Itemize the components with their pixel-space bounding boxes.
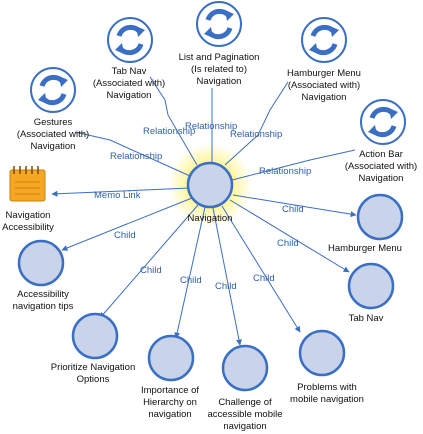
svg-text:Hamburger Menu: Hamburger Menu [287,68,361,79]
child-node-tab-nav[interactable]: Tab Nav [347,262,395,324]
svg-text:Options: Options [77,374,110,385]
svg-text:Navigation: Navigation [197,76,242,87]
svg-text:Problems with: Problems with [297,382,357,393]
edge-child-tabnav [229,199,350,273]
svg-text:(Associated with): (Associated with) [17,129,89,140]
svg-text:Navigation: Navigation [31,141,76,152]
memo-node[interactable]: Navigation Accessibility [2,166,54,233]
svg-text:Tab Nav: Tab Nav [349,313,384,324]
relationship-edges [74,76,356,181]
svg-text:navigation: navigation [148,409,191,420]
child-node-accessibility-tips[interactable]: Accessibility navigation tips [13,239,74,312]
svg-text:Hierarchy on: Hierarchy on [143,397,197,408]
svg-text:List and Pagination: List and Pagination [179,52,260,63]
svg-text:Importance of: Importance of [141,385,199,396]
edge-actionbar [231,149,356,181]
child-node-importance[interactable]: Importance of Hierarchy on navigation [141,334,199,420]
svg-text:Accessibility: Accessibility [2,222,54,233]
svg-text:(Is related to): (Is related to) [191,64,247,75]
related-node-hamburger-menu[interactable]: Hamburger Menu (Associated with) Navigat… [287,17,361,103]
edge-memo [51,187,191,197]
child-node-prioritize[interactable]: Prioritize Navigation Options [51,312,135,385]
svg-text:(Associated with): (Associated with) [345,161,417,172]
related-node-gestures[interactable]: Gestures (Associated with) Navigation [17,67,89,152]
edge-label-memo-link: Memo Link [94,190,141,201]
center-node[interactable]: Navigation [186,161,234,224]
svg-text:mobile navigation: mobile navigation [290,394,364,405]
edge-label-child: Child [277,238,299,249]
edge-label-child: Child [140,265,162,276]
edge-gestures [74,131,191,177]
edge-label-relationship: Relationship [185,121,237,132]
related-node-tabnav[interactable]: Tab Nav (Associated with) Navigation [93,17,165,101]
edge-child-prioritize [99,204,199,319]
edge-tabnav [149,76,198,166]
svg-text:Challenge of: Challenge of [218,397,272,408]
svg-text:Action Bar: Action Bar [359,149,403,160]
child-node-hamburger-menu[interactable]: Hamburger Menu [328,193,404,254]
svg-text:Prioritize Navigation: Prioritize Navigation [51,362,135,373]
svg-text:Navigation: Navigation [6,210,51,221]
edge-label-child: Child [180,275,202,286]
edge-label-child: Child [114,230,136,241]
edge-label-relationship: Relationship [230,129,282,140]
edge-label-child: Child [253,273,275,284]
edge-label-child: Child [282,204,304,215]
svg-text:Navigation: Navigation [302,92,347,103]
svg-text:(Associated with): (Associated with) [288,80,360,91]
related-node-action-bar[interactable]: Action Bar (Associated with) Navigation [345,99,417,184]
svg-text:Navigation: Navigation [359,173,404,184]
edge-child-challenge [212,207,242,346]
svg-text:Gestures: Gestures [34,117,73,128]
svg-text:(Associated with): (Associated with) [93,78,165,89]
child-node-challenge[interactable]: Challenge of accessible mobile navigatio… [208,344,283,432]
svg-text:Accessibility: Accessibility [17,289,69,300]
edge-child-access [61,197,193,251]
svg-text:Navigation: Navigation [107,90,152,101]
center-label: Navigation [188,213,233,224]
edge-label-relationship: Relationship [110,151,162,162]
svg-text:Hamburger Menu: Hamburger Menu [328,243,402,254]
svg-text:accessible mobile: accessible mobile [208,409,283,420]
edge-label-relationship: Relationship [259,166,311,177]
child-edges [61,194,357,346]
svg-text:navigation: navigation [223,421,266,432]
edge-child-importance [174,206,206,339]
svg-text:navigation tips: navigation tips [13,301,74,312]
edge-label-child: Child [215,281,237,292]
edge-labels: Relationship Relationship Relationship R… [94,121,311,292]
child-node-problems[interactable]: Problems with mobile navigation [290,329,364,405]
memo-icon [9,169,46,202]
edge-child-problems [221,205,301,333]
svg-text:Tab Nav: Tab Nav [112,66,147,77]
edge-label-relationship: Relationship [143,126,195,137]
related-node-listpag[interactable]: List and Pagination (Is related to) Navi… [179,1,260,87]
edge-hamb-rel [224,81,289,166]
edge-child-hamburger [232,194,357,218]
